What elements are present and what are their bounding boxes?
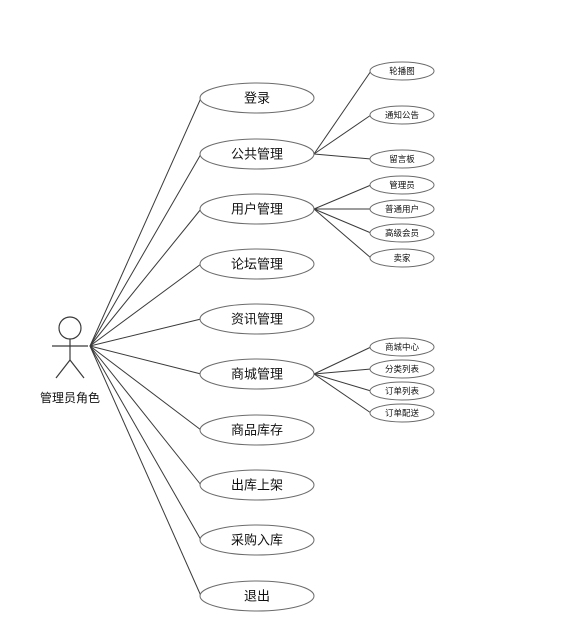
use-case-ellipse [199, 358, 315, 390]
use-case-ellipse [199, 469, 315, 501]
use-case-ellipse [199, 82, 315, 114]
sub-use-case-ellipse [369, 223, 435, 243]
sub-link-1-1 [313, 114, 372, 155]
actor: 管理员角色 [40, 316, 100, 405]
sub-use-case[interactable]: 轮播图 [369, 61, 435, 81]
actor-link-0 [89, 97, 202, 347]
actor-link-1 [89, 153, 202, 347]
sub-use-case[interactable]: 订单列表 [369, 381, 435, 401]
use-case-label: 资讯管理 [231, 313, 283, 328]
use-case-ellipse [199, 138, 315, 170]
sub-use-case-ellipse [369, 359, 435, 379]
sub-use-case[interactable]: 分类列表 [369, 359, 435, 379]
sub-use-case-label: 订单列表 [385, 386, 420, 397]
sub-use-case-ellipse [369, 105, 435, 125]
sub-link-5-0 [313, 346, 372, 375]
sub-use-case[interactable]: 通知公告 [369, 105, 435, 125]
sub-use-case-ellipse [369, 199, 435, 219]
sub-link-1-0 [313, 70, 372, 155]
actor-link-5 [89, 345, 202, 375]
sub-use-case-ellipse [369, 337, 435, 357]
sub-use-case-label: 普通用户 [385, 204, 419, 215]
sub-link-5-1 [313, 368, 372, 375]
actor-label: 管理员角色 [40, 390, 100, 405]
use-case[interactable]: 公共管理 [199, 138, 315, 170]
sub-use-case-ellipse [369, 381, 435, 401]
actor-link-7 [89, 345, 202, 486]
use-case-ellipse [199, 580, 315, 612]
use-case-ellipse [199, 303, 315, 335]
use-case-label: 用户管理 [231, 202, 283, 218]
sub-use-case-label: 商城中心 [385, 342, 420, 353]
use-case[interactable]: 商城管理 [199, 358, 315, 390]
use-case-label: 出库上架 [231, 478, 283, 494]
sub-use-case-ellipse [369, 248, 435, 268]
use-case-label: 退出 [244, 590, 270, 605]
sub-use-case-ellipse [369, 403, 435, 423]
actor-link-2 [89, 208, 202, 347]
use-case-label: 公共管理 [231, 148, 283, 163]
sub-link-1-2 [313, 153, 372, 160]
sub-use-case[interactable]: 商城中心 [369, 337, 435, 357]
use-case[interactable]: 采购入库 [199, 524, 315, 556]
use-case[interactable]: 用户管理 [199, 193, 315, 225]
actor-link-4 [89, 318, 202, 347]
sub-link-5-3 [313, 373, 372, 414]
sub-use-case[interactable]: 普通用户 [369, 199, 435, 219]
use-case-ellipse [199, 524, 315, 556]
use-case[interactable]: 出库上架 [199, 469, 315, 501]
sub-use-case[interactable]: 留言板 [369, 149, 435, 169]
use-case-ellipse [199, 193, 315, 225]
sub-use-case-label: 订单配送 [385, 408, 420, 419]
use-case[interactable]: 退出 [199, 580, 315, 612]
sub-use-case-label: 留言板 [389, 154, 415, 165]
use-case-label: 商品库存 [231, 423, 283, 439]
use-case-label: 论坛管理 [231, 258, 283, 273]
sub-use-case-label: 通知公告 [385, 110, 419, 121]
actor-link-9 [89, 345, 202, 597]
sub-use-case[interactable]: 高级会员 [369, 223, 435, 243]
sub-use-case-label: 轮播图 [389, 66, 415, 77]
sub-use-case-ellipse [369, 175, 435, 195]
connectors [89, 70, 372, 597]
sub-link-5-2 [313, 373, 372, 392]
use-case[interactable]: 论坛管理 [199, 248, 315, 280]
actor-link-8 [89, 345, 202, 541]
use-case-ellipse [199, 248, 315, 280]
sub-use-case-label: 卖家 [393, 253, 411, 264]
actor-link-6 [89, 345, 202, 431]
sub-link-2-0 [313, 184, 372, 210]
use-case-label: 登录 [244, 92, 270, 107]
use-case-label: 商城管理 [231, 368, 283, 383]
sub-use-case-label: 高级会员 [385, 228, 419, 239]
sub-use-case-label: 管理员 [389, 180, 415, 191]
sub-link-2-2 [313, 208, 372, 234]
use-case-label: 采购入库 [231, 533, 283, 549]
actor-link-3 [89, 263, 202, 347]
sub-use-case[interactable]: 卖家 [369, 248, 435, 268]
use-case[interactable]: 商品库存 [199, 414, 315, 446]
sub-use-case[interactable]: 订单配送 [369, 403, 435, 423]
sub-use-case-ellipse [369, 61, 435, 81]
use-case[interactable]: 资讯管理 [199, 303, 315, 335]
sub-use-case-label: 分类列表 [385, 364, 420, 375]
actor-head [58, 316, 82, 340]
actor-right-leg [69, 359, 85, 379]
sub-link-2-3 [313, 208, 372, 259]
use-case[interactable]: 登录 [199, 82, 315, 114]
sub-use-case-ellipse [369, 149, 435, 169]
actor-left-leg [55, 359, 71, 379]
use-case-ellipse [199, 414, 315, 446]
sub-use-case[interactable]: 管理员 [369, 175, 435, 195]
